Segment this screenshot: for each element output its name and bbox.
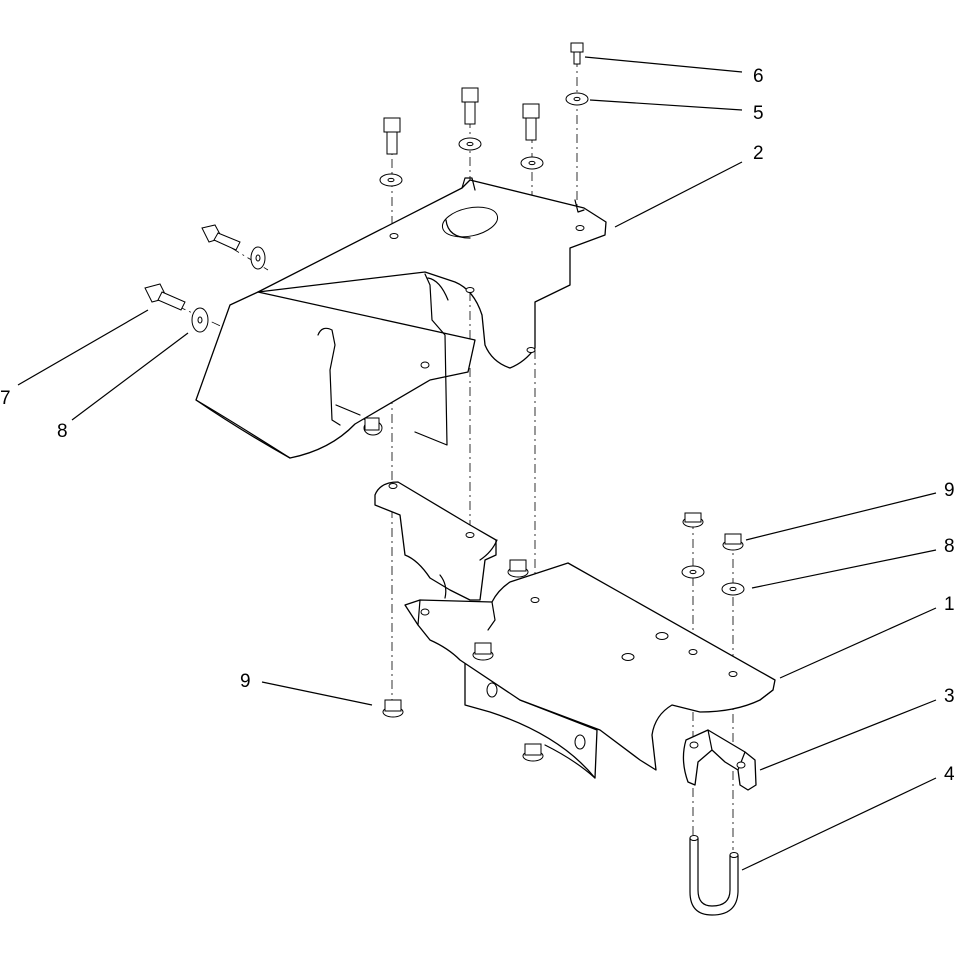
cap-screw-horizontal-1 (201, 224, 241, 251)
u-bolt (689, 835, 739, 916)
washer-4 (379, 173, 403, 187)
upper-mounting-bracket (195, 177, 607, 459)
main-mounting-plate (374, 481, 776, 779)
flange-nut-2 (722, 533, 744, 551)
flange-nut-7 (363, 417, 383, 436)
washers (191, 92, 745, 596)
flange-nut-3 (507, 559, 529, 578)
callout-7: 7 (0, 388, 11, 409)
cap-screw-horizontal-2 (144, 283, 186, 311)
leader-lines (17, 56, 937, 871)
cradle-bracket (682, 729, 757, 791)
washer-2 (458, 137, 482, 151)
cap-screw-vertical-2 (461, 87, 479, 125)
cap-screw-vertical-3 (522, 103, 540, 141)
washer-5 (250, 246, 266, 270)
washer-7 (681, 565, 705, 579)
callout-9-right: 9 (944, 480, 955, 501)
flange-nut-1 (682, 512, 704, 528)
cap-screws (144, 42, 584, 311)
flange-nut-5 (382, 699, 404, 718)
callout-6: 6 (753, 66, 764, 87)
flange-nuts (363, 417, 744, 762)
washer-3 (520, 156, 544, 170)
callout-9-left: 9 (240, 671, 251, 692)
callout-2: 2 (753, 143, 764, 164)
callout-5: 5 (753, 103, 764, 124)
washer-8 (721, 582, 745, 596)
washer-6 (191, 307, 209, 333)
callout-1: 1 (944, 594, 955, 615)
washer-1 (565, 92, 589, 106)
flange-nut-6 (522, 743, 544, 762)
callout-8-left: 8 (57, 421, 68, 442)
cap-screw-vertical-1 (570, 42, 584, 65)
callout-8-right: 8 (944, 536, 955, 557)
cap-screw-vertical-4 (383, 117, 401, 155)
callout-3: 3 (944, 686, 955, 707)
flange-nut-4 (472, 642, 494, 661)
callout-labels: 6 5 2 7 8 9 8 1 3 4 9 (0, 66, 955, 785)
callout-4: 4 (944, 764, 955, 785)
